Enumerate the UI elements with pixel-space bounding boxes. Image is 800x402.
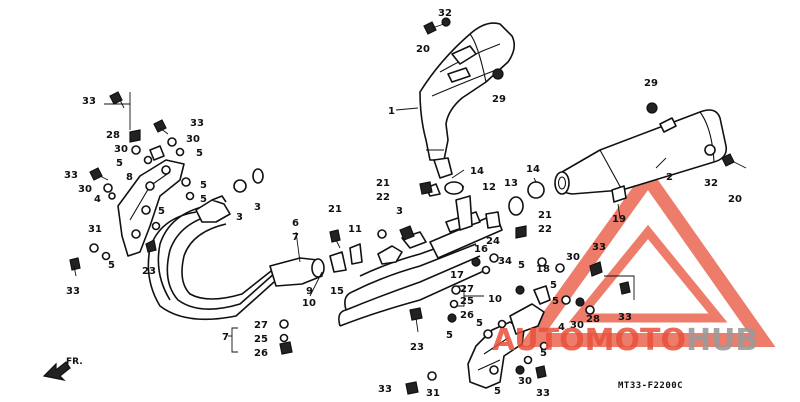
watermark-triangle-outer — [518, 165, 776, 347]
left-bracket-assembly — [117, 145, 185, 257]
callout-5: 5 — [550, 280, 557, 291]
watermark-triangle-inner — [568, 224, 728, 323]
diagram-code: MT33-F2200C — [618, 381, 683, 391]
callout-18: 18 — [536, 264, 550, 275]
right-muffler — [554, 109, 728, 195]
callout-3: 3 — [254, 202, 261, 213]
upper-muffler — [419, 22, 516, 161]
leader-lines — [104, 92, 667, 353]
callout-2: 2 — [666, 172, 673, 183]
callout-22: 22 — [538, 224, 552, 235]
callout-4: 4 — [94, 194, 101, 205]
callout-4: 4 — [558, 322, 565, 333]
callout-33: 33 — [536, 388, 550, 399]
callout-20: 20 — [728, 194, 742, 205]
center-header-pipes — [338, 195, 503, 327]
watermark-logo — [518, 165, 776, 347]
front-direction-arrow: FR. — [42, 357, 83, 381]
callout-5: 5 — [540, 348, 547, 359]
callout-21: 21 — [328, 204, 342, 215]
hardware — [69, 17, 747, 395]
watermark-brand-part1: AUTOMOTO — [492, 323, 686, 358]
callout-7: 7 — [292, 232, 299, 243]
callout-9: 9 — [306, 286, 313, 297]
callout-5: 5 — [446, 330, 453, 341]
watermark-brand: AUTOMOTOHUB — [492, 323, 758, 358]
callout-5: 5 — [518, 260, 525, 271]
callout-30: 30 — [186, 134, 200, 145]
callout-33: 33 — [618, 312, 632, 323]
callout-1: 1 — [388, 106, 395, 117]
callout-5: 5 — [196, 148, 203, 159]
callout-5: 5 — [494, 386, 501, 397]
callout-22: 22 — [376, 192, 390, 203]
callout-10: 10 — [302, 298, 316, 309]
callout-3: 3 — [396, 206, 403, 217]
callout-30: 30 — [114, 144, 128, 155]
callout-13: 13 — [504, 178, 518, 189]
callout-30: 30 — [570, 320, 584, 331]
callout-33: 33 — [190, 118, 204, 129]
callout-28: 28 — [106, 130, 120, 141]
callout-5: 5 — [200, 194, 207, 205]
callout-29: 29 — [644, 78, 658, 89]
front-direction-label: FR. — [66, 357, 83, 367]
callout-25: 25 — [460, 296, 474, 307]
callout-30: 30 — [518, 376, 532, 387]
callout-14: 14 — [526, 164, 540, 175]
callout-21: 21 — [376, 178, 390, 189]
callout-34: 34 — [498, 256, 512, 267]
connector-pipes — [425, 157, 545, 216]
callout-8: 8 — [126, 172, 133, 183]
callout-21: 21 — [538, 210, 552, 221]
callout-14: 14 — [470, 166, 484, 177]
callout-29: 29 — [492, 94, 506, 105]
callout-labels: 32 20 29 1 33 33 28 30 30 5 5 8 33 30 4 … — [64, 8, 742, 399]
callout-5: 5 — [476, 318, 483, 329]
callout-5: 5 — [108, 260, 115, 271]
callout-20: 20 — [416, 44, 430, 55]
callout-31: 31 — [88, 224, 102, 235]
callout-33: 33 — [66, 286, 80, 297]
lower-collector — [467, 285, 551, 389]
callout-23: 23 — [142, 266, 156, 277]
callout-26: 26 — [254, 348, 268, 359]
callout-23: 23 — [410, 342, 424, 353]
callout-7: 7 — [222, 332, 229, 343]
callout-33: 33 — [82, 96, 96, 107]
callout-10: 10 — [488, 294, 502, 305]
callout-3: 3 — [236, 212, 243, 223]
callout-32: 32 — [704, 178, 718, 189]
callout-5: 5 — [200, 180, 207, 191]
callout-32: 32 — [438, 8, 452, 19]
callout-27: 27 — [254, 320, 268, 331]
callout-15: 15 — [330, 286, 344, 297]
callout-5: 5 — [116, 158, 123, 169]
callout-24: 24 — [486, 236, 500, 247]
callout-30: 30 — [78, 184, 92, 195]
callout-27: 27 — [460, 284, 474, 295]
callout-6: 6 — [292, 218, 299, 229]
callout-12: 12 — [482, 182, 496, 193]
callout-5: 5 — [552, 296, 559, 307]
callout-31: 31 — [426, 388, 440, 399]
callout-25: 25 — [254, 334, 268, 345]
callout-26: 26 — [460, 310, 474, 321]
callout-19: 19 — [612, 214, 626, 225]
callout-33: 33 — [64, 170, 78, 181]
callout-30: 30 — [566, 252, 580, 263]
left-header-pipes — [147, 195, 325, 321]
callout-5: 5 — [158, 206, 165, 217]
callout-17: 17 — [450, 270, 464, 281]
callout-33: 33 — [592, 242, 606, 253]
callout-33: 33 — [378, 384, 392, 395]
callout-28: 28 — [586, 314, 600, 325]
watermark-brand-part2: HUB — [686, 323, 758, 358]
callout-11: 11 — [348, 224, 362, 235]
callout-16: 16 — [474, 244, 488, 255]
